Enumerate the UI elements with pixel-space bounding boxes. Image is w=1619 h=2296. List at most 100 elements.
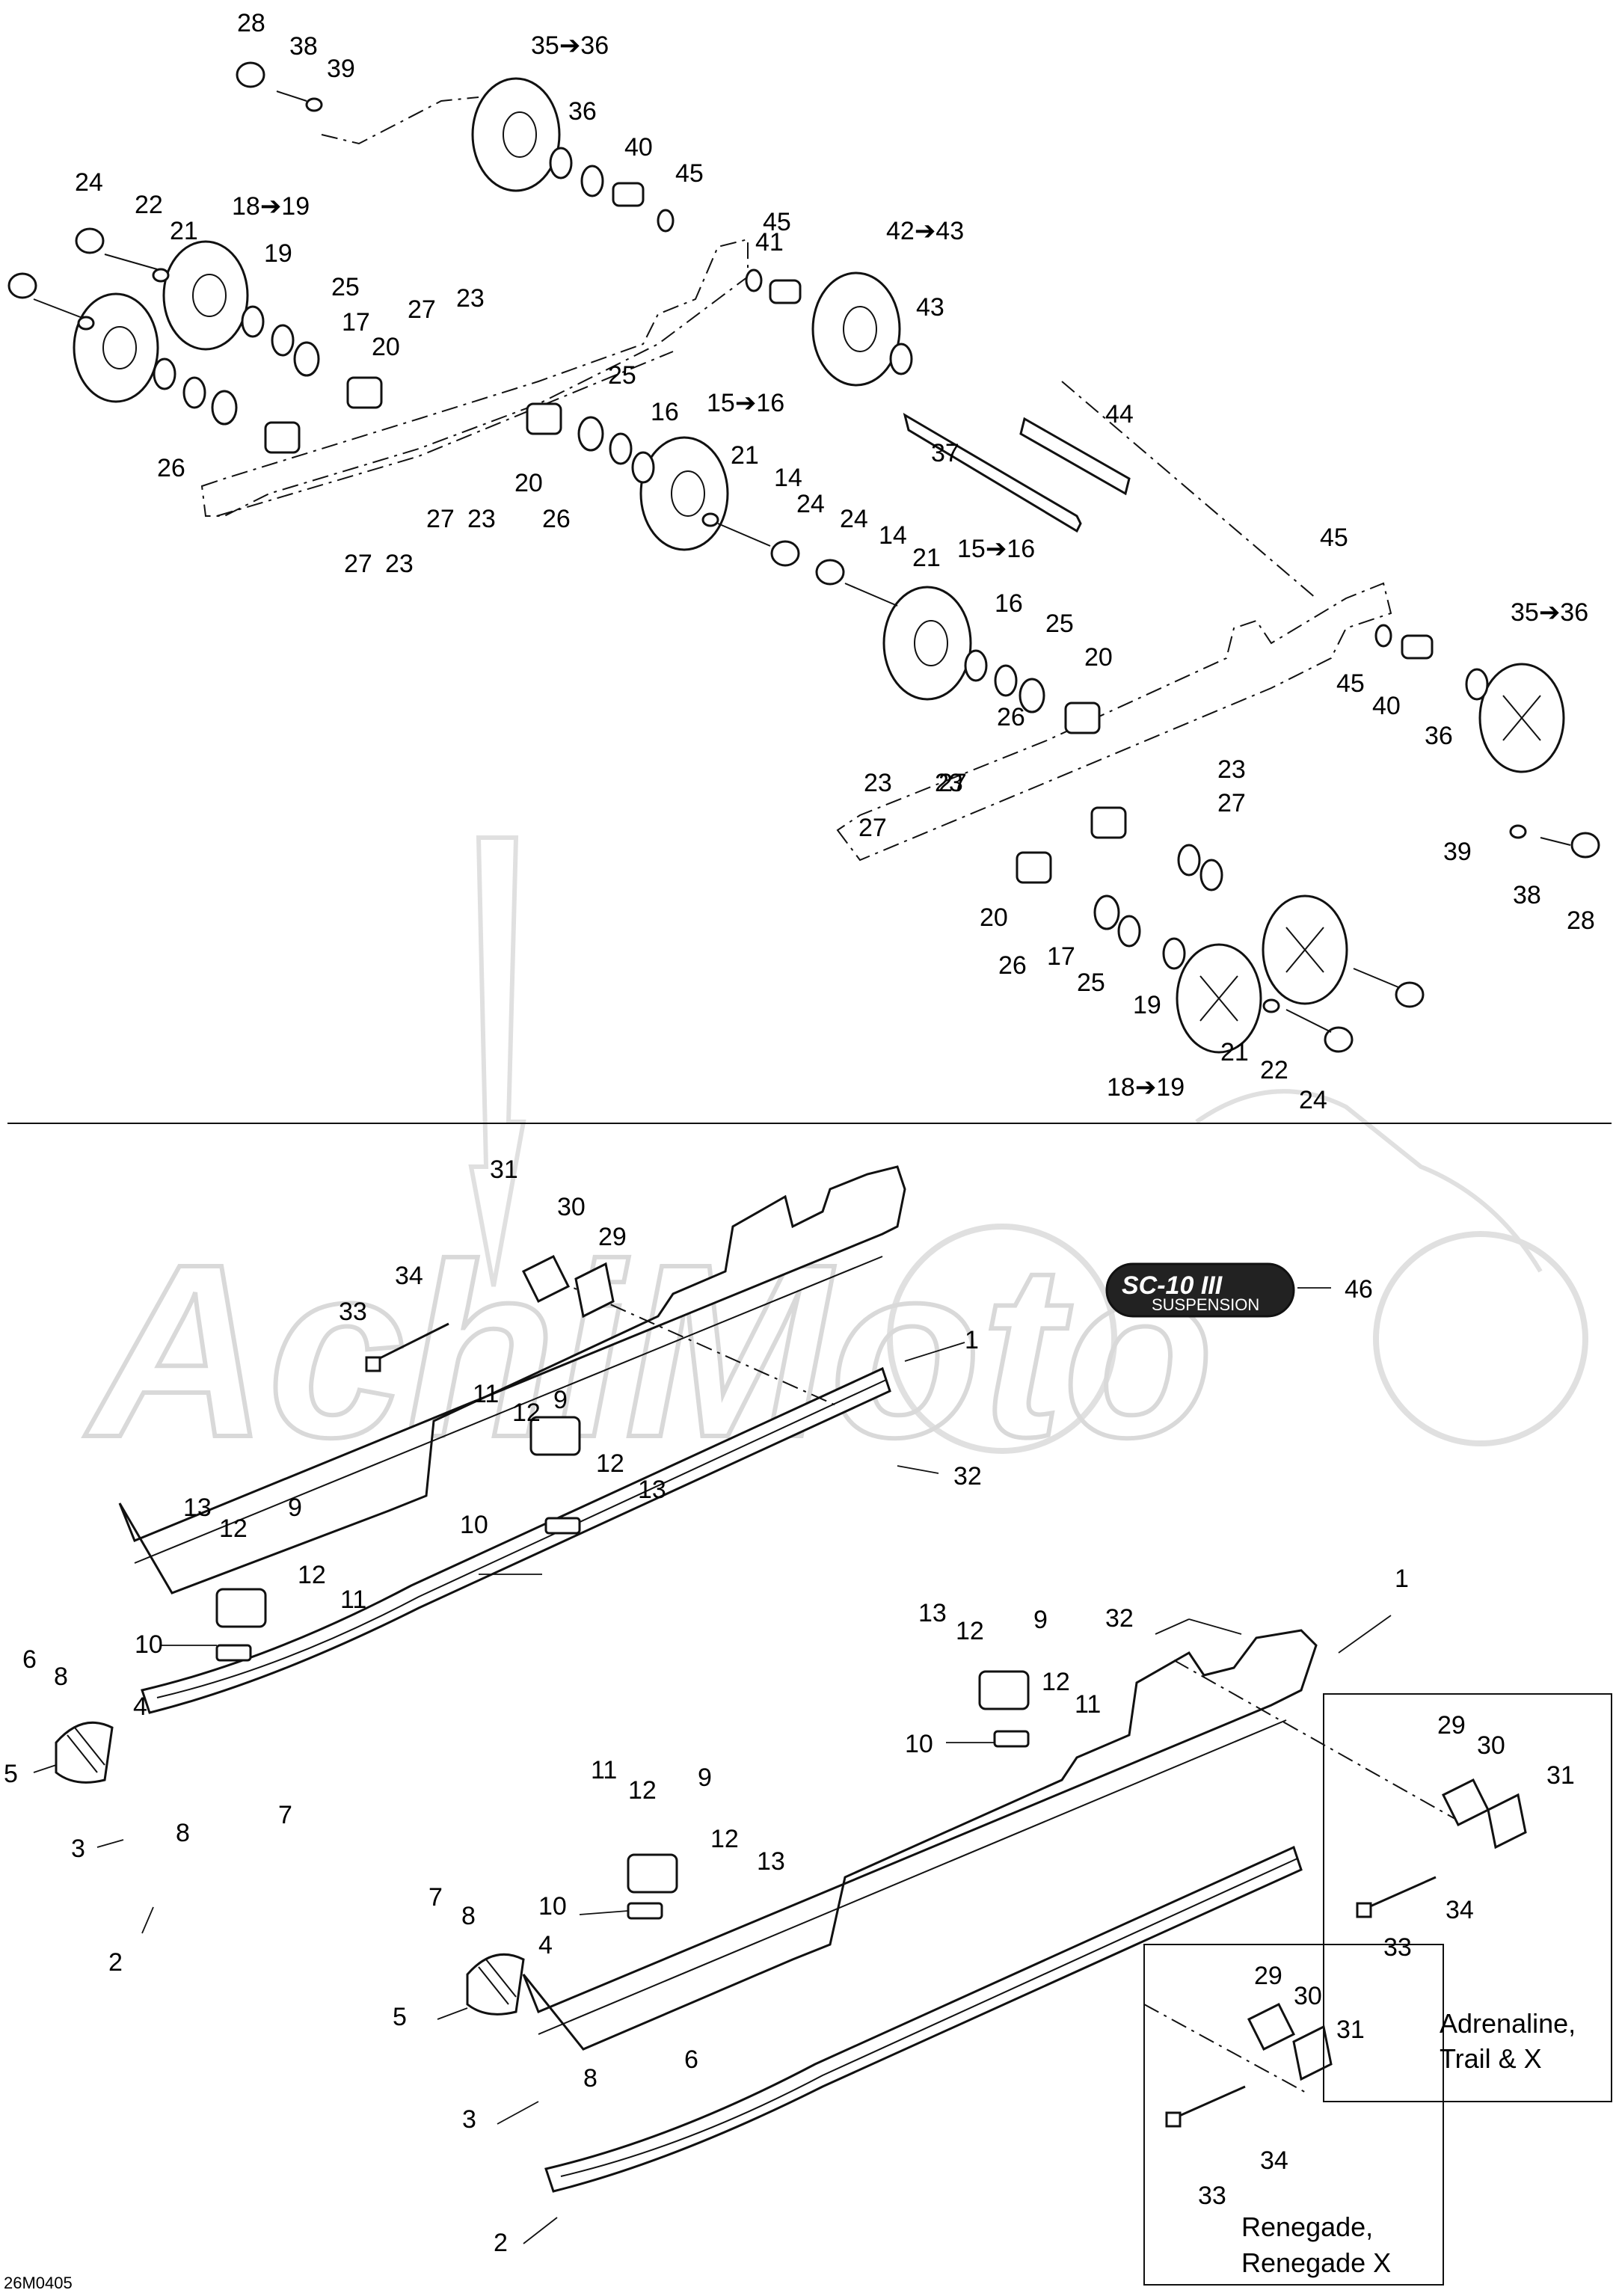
callout-22b: 22	[1260, 1056, 1288, 1084]
left-rear-arm-edge	[216, 351, 674, 517]
callout-23f: 23	[864, 769, 892, 797]
callout-12d: 12	[298, 1561, 326, 1589]
idler-wheel-18a	[162, 240, 249, 351]
idler-wheel-18b	[73, 292, 159, 403]
bolts-33	[365, 1322, 1437, 2128]
callout-38b: 38	[1513, 881, 1541, 909]
callout-5b: 5	[393, 2003, 407, 2031]
wear-strips	[215, 1416, 1030, 1920]
callout-27e: 27	[938, 769, 967, 797]
callout-25: 25	[331, 273, 360, 301]
callout-38: 38	[289, 32, 318, 61]
callout-26c: 26	[997, 703, 1025, 731]
callout-44: 44	[1105, 400, 1134, 429]
callout-19b: 19	[1133, 991, 1161, 1019]
callout-25b: 25	[608, 361, 636, 390]
callout-18-19: 18➔19	[232, 192, 310, 221]
callout-27: 27	[408, 295, 436, 324]
slide-rail-bracket-right	[522, 1629, 1318, 2051]
model-notes: Adrenaline, Trail & X Renegade, Renegade…	[1241, 2008, 1576, 2278]
callout-13: 13	[638, 1476, 666, 1504]
callout-31b: 31	[1546, 1761, 1575, 1790]
slider-clamps-upper	[264, 376, 562, 454]
callout-8c: 8	[461, 1902, 476, 1930]
callout-29b: 29	[1437, 1711, 1466, 1740]
callout-45b: 45	[763, 208, 791, 236]
callout-12g: 12	[628, 1776, 657, 1805]
idler-wheel-18c	[1262, 894, 1348, 1005]
callout-12e: 12	[956, 1617, 984, 1645]
rail-stopper-left	[55, 1721, 114, 1784]
note-adrenaline-line1: Adrenaline,	[1440, 2008, 1576, 2039]
watermark-text: AchiMoto	[82, 1212, 1214, 1488]
bearings-upper	[153, 147, 913, 484]
callout-21c: 21	[912, 544, 941, 572]
slide-runner-groove-left	[156, 1379, 887, 1698]
callout-24b: 24	[796, 490, 825, 518]
callout-3: 3	[71, 1835, 85, 1863]
left-rear-arm	[200, 238, 749, 517]
callout-46: 46	[1345, 1275, 1373, 1304]
callout-25c: 25	[1045, 610, 1074, 638]
callout-13c: 13	[918, 1599, 947, 1627]
callout-21b: 21	[731, 441, 759, 470]
callout-23b: 23	[467, 505, 496, 533]
callout-42-43: 42➔43	[886, 217, 964, 245]
callout-12b: 12	[596, 1449, 624, 1478]
callout-1b: 1	[1395, 1565, 1409, 1593]
callout-10: 10	[460, 1511, 488, 1539]
leader-lines	[33, 1287, 1392, 2244]
callout-15-16: 15➔16	[707, 389, 784, 417]
callout-21d: 21	[1220, 1038, 1249, 1066]
callout-9b: 9	[288, 1494, 302, 1522]
callout-5: 5	[4, 1760, 18, 1788]
callout-26d: 26	[998, 951, 1027, 980]
callout-14b: 14	[879, 521, 907, 550]
callout-35-36: 35➔36	[531, 31, 609, 60]
callout-11d: 11	[591, 1756, 617, 1784]
idler-wheel-35	[471, 77, 561, 192]
callout-45c: 45	[1320, 524, 1348, 552]
callout-11c: 11	[1075, 1690, 1101, 1719]
callout-29: 29	[598, 1223, 627, 1251]
callout-18-19b: 18➔19	[1107, 1073, 1185, 1102]
callout-28: 28	[237, 9, 265, 37]
callout-26b: 26	[542, 505, 571, 533]
callout-24: 24	[75, 168, 103, 197]
callout-7: 7	[278, 1801, 292, 1829]
callout-26: 26	[157, 454, 185, 482]
slide-runner-groove-right	[560, 1858, 1298, 2177]
callout-1: 1	[965, 1326, 979, 1354]
slide-runner-right	[544, 1845, 1303, 2193]
callout-27f: 27	[858, 814, 887, 842]
inset-adrenaline	[1323, 1693, 1612, 2102]
callout-16b: 16	[995, 589, 1023, 618]
callout-30c: 30	[1294, 1982, 1322, 2010]
callout-23c: 23	[385, 550, 414, 578]
callout-11: 11	[473, 1380, 499, 1408]
callout-17b: 17	[1047, 942, 1075, 971]
callout-30b: 30	[1477, 1731, 1505, 1760]
callout-6: 6	[22, 1645, 37, 1674]
watermark: AchiMoto	[80, 835, 1588, 1491]
callout-30: 30	[557, 1193, 586, 1221]
callout-34b: 34	[1446, 1896, 1474, 1924]
slide-rail-edge-left	[134, 1256, 883, 1564]
callout-12h: 12	[710, 1825, 739, 1853]
callout-9d: 9	[698, 1764, 712, 1792]
right-rear-arm	[836, 582, 1392, 862]
callout-12f: 12	[1042, 1668, 1070, 1696]
logo-text: SC-10 III	[1122, 1271, 1223, 1300]
callout-33c: 33	[1198, 2182, 1226, 2210]
brackets-29-30	[521, 1254, 1527, 2081]
callout-11b: 11	[340, 1586, 366, 1614]
callout-27d: 27	[1217, 789, 1246, 817]
axis-line-4	[1173, 1660, 1466, 1826]
bearings-right	[964, 624, 1489, 970]
callout-21: 21	[170, 217, 198, 245]
inset-renegade	[1143, 1944, 1444, 2286]
callout-27b: 27	[426, 505, 455, 533]
idler-wheel-15b	[882, 586, 972, 701]
callout-31: 31	[490, 1155, 518, 1184]
